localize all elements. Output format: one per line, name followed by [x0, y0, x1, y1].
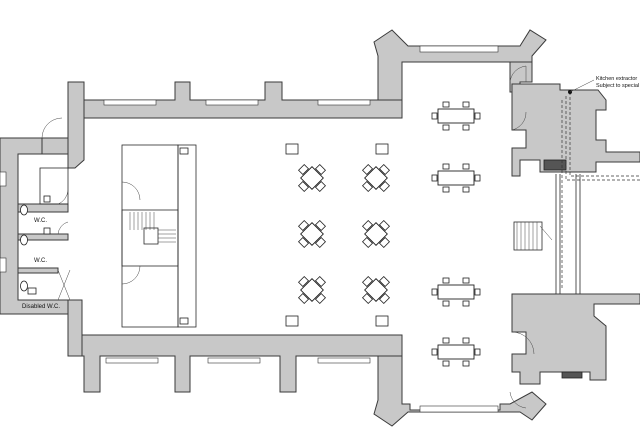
wc-pan-1 [20, 204, 28, 216]
wc-door-3 [57, 221, 69, 235]
stair-core [121, 144, 197, 328]
tower-door-bottom [509, 391, 527, 409]
leader-line [569, 79, 595, 93]
hall-left-wall [67, 81, 85, 169]
stair-core-outer [121, 144, 179, 328]
window-bottom-1 [105, 357, 159, 364]
stair-core-door-1 [121, 181, 141, 201]
doors [509, 65, 535, 409]
lobby-frame [39, 167, 69, 205]
tower-bottom-wall [373, 355, 547, 427]
square-table [297, 275, 327, 305]
toilet-top-wall [41, 137, 69, 155]
core-fixture-top [179, 147, 189, 155]
side-box [285, 315, 299, 327]
side-box [375, 143, 389, 155]
wc-door-2 [57, 189, 69, 205]
window-top-2 [205, 99, 259, 106]
annex-upper-wall [511, 83, 640, 177]
square-table [361, 163, 391, 193]
kitchen-stair [513, 221, 543, 251]
toilet-window-1 [0, 171, 7, 187]
wc-pan-2 [20, 234, 28, 246]
toilet-block: W.C. W.C. Disabled W.C. [0, 117, 71, 315]
hatch-dark-bottom [561, 371, 583, 379]
window-bottom-2 [207, 357, 261, 364]
wc-partition-2 [17, 233, 69, 241]
square-table [297, 163, 327, 193]
windows [103, 45, 499, 413]
side-box [375, 315, 389, 327]
wc-upper-label: W.C. [34, 218, 47, 224]
kitchen-area: Kitchen extractor Subject to special [513, 76, 640, 379]
annex-door-lower [511, 331, 535, 355]
extractor-duct [561, 92, 640, 290]
bottom-wall [67, 334, 403, 393]
stair-treads [129, 212, 176, 243]
stair-rail [539, 225, 553, 241]
stair-core-door-2 [121, 265, 141, 285]
wc-lower-label: W.C. [34, 258, 47, 264]
side-box [285, 143, 299, 155]
basin-3 [27, 287, 37, 295]
hall-left-wall-lower [67, 299, 83, 357]
stair-core-inner [177, 144, 197, 328]
disabled-wc-label: Disabled W.C. [22, 304, 60, 310]
disabled-door [57, 269, 71, 301]
window-top-3 [317, 99, 371, 106]
kitchen-stair-treads [516, 222, 538, 250]
core-fixture-bottom [179, 317, 189, 325]
window-bottom-3 [317, 357, 371, 364]
annotation-line1: Kitchen extractor [596, 76, 637, 82]
wc-partition-3 [17, 267, 59, 274]
rect-table [431, 101, 481, 131]
tower-door-top [509, 65, 527, 83]
window-top-1 [103, 99, 157, 106]
window-tower-top [419, 45, 499, 53]
annotation-line2: Subject to special [596, 83, 639, 89]
annex-door-upper [511, 111, 527, 131]
lift [143, 227, 159, 245]
window-tower-bottom [419, 405, 499, 413]
annex-lower-wall [511, 293, 640, 385]
square-table [361, 275, 391, 305]
square-table [361, 219, 391, 249]
rect-table [431, 337, 481, 367]
rect-table [431, 163, 481, 193]
rect-tables [431, 101, 481, 367]
wc-pan-3 [20, 280, 28, 292]
rect-table [431, 277, 481, 307]
toilet-window-2 [0, 257, 7, 273]
basin-2 [43, 227, 51, 235]
tower-top-wall [373, 29, 547, 101]
hatch-dark [543, 159, 567, 171]
hall-walls [67, 29, 640, 427]
square-table [297, 219, 327, 249]
basin-1 [43, 195, 51, 203]
stair-well [121, 209, 179, 267]
wc-door-1 [41, 117, 63, 139]
table-grid [285, 143, 391, 327]
